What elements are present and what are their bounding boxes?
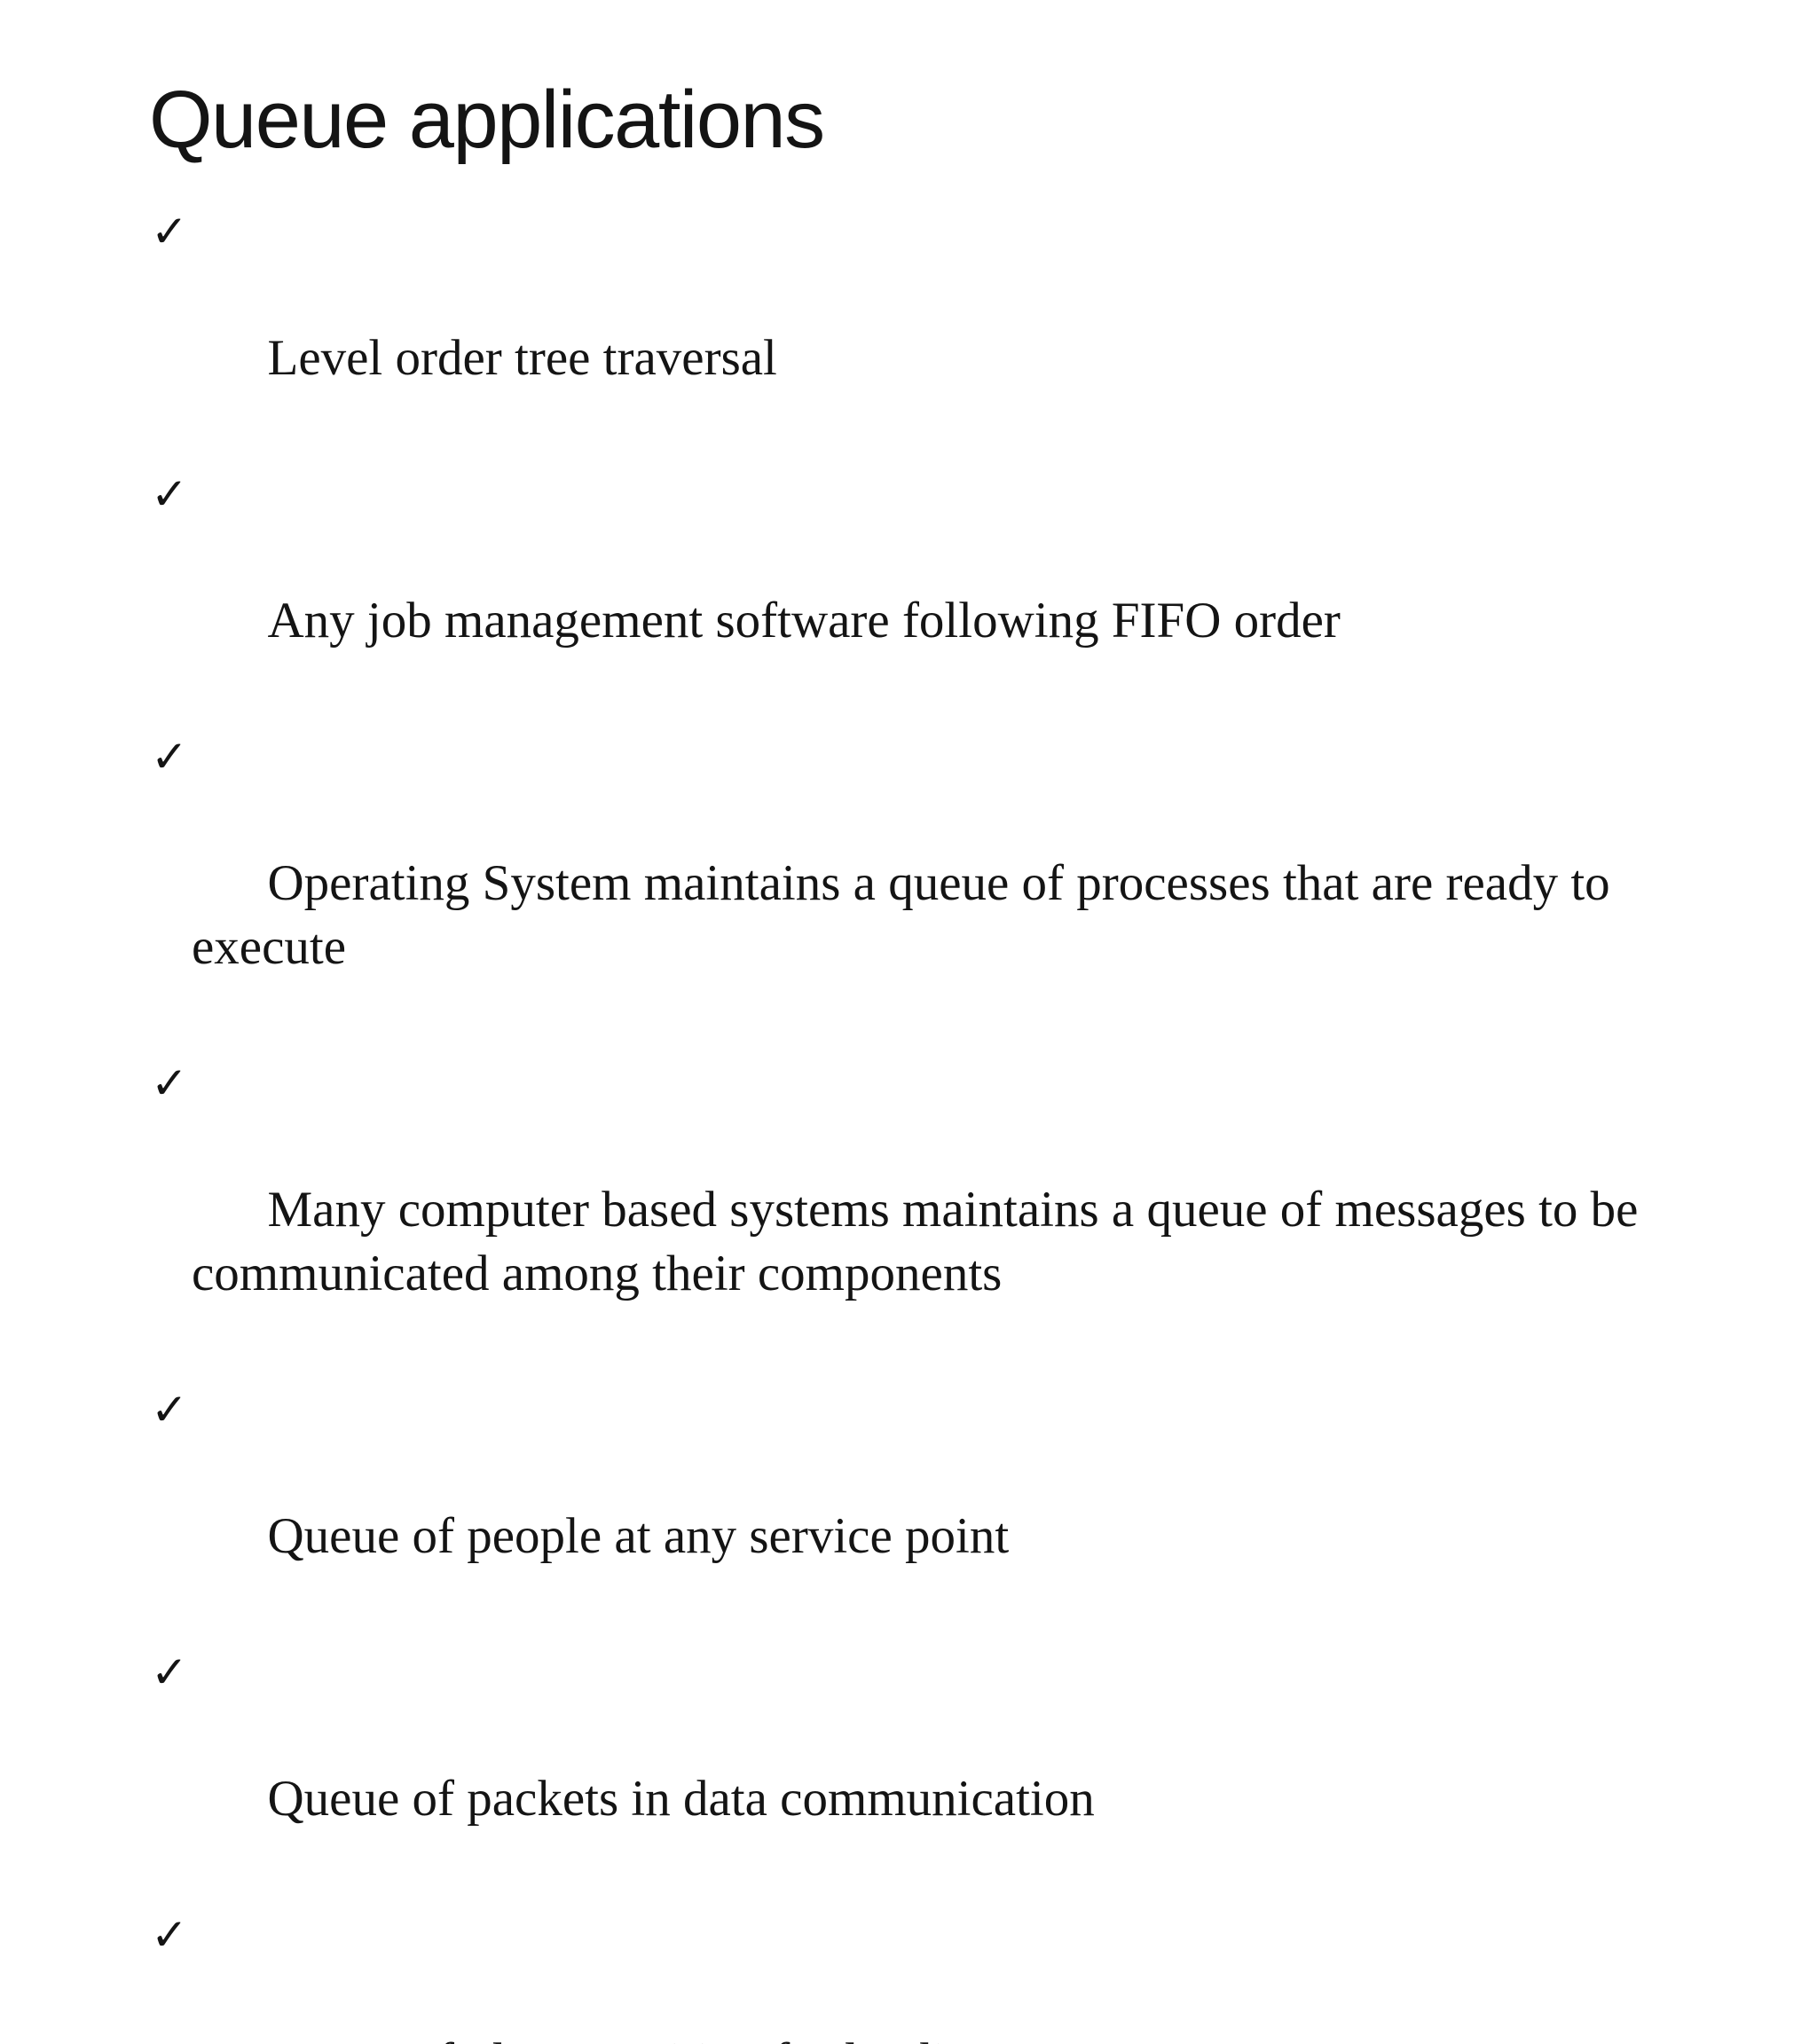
list-item: ✓ Level order tree traversal: [151, 199, 1659, 454]
list-item: ✓ Operating System maintains a queue of …: [151, 724, 1659, 1043]
bullet-text: Queue of packets in data communication: [267, 1771, 1095, 1827]
bullet-text: Level order tree traversal: [267, 330, 777, 386]
list-item: ✓ Queue of packets in data communication: [151, 1639, 1659, 1895]
checkmark-icon: ✓: [151, 206, 188, 257]
checkmark-icon: ✓: [151, 1909, 188, 1961]
slide-title: Queue applications: [149, 75, 825, 165]
bullet-text: Queue of planes waiting for landing: [268, 2033, 997, 2044]
list-item: ✓ Many computer based systems maintains …: [151, 1050, 1659, 1370]
checkmark-icon: ✓: [151, 731, 188, 782]
presentation-slide: Queue applications ✓ Level order tree tr…: [149, 75, 1639, 2044]
list-item: ✓ Queue of people at any service point: [151, 1377, 1659, 1632]
checkmark-icon: ✓: [151, 1057, 188, 1109]
bullet-text: Many computer based systems maintains a …: [192, 1182, 1639, 1301]
list-item: ✓ Any job management software following …: [151, 461, 1659, 717]
bullet-text: Any job management software following FI…: [267, 593, 1341, 649]
bullet-text: Queue of people at any service point: [267, 1508, 1010, 1564]
checkmark-icon: ✓: [151, 1647, 188, 1698]
checkmark-icon: ✓: [151, 1384, 188, 1435]
list-item: ✓ Queue of planes waiting for landing: [151, 1902, 1659, 2044]
checkmark-icon: ✓: [151, 468, 188, 520]
bullet-list: ✓ Level order tree traversal ✓ Any job m…: [151, 199, 1659, 2044]
bullet-text: Operating System maintains a queue of pr…: [192, 855, 1610, 975]
